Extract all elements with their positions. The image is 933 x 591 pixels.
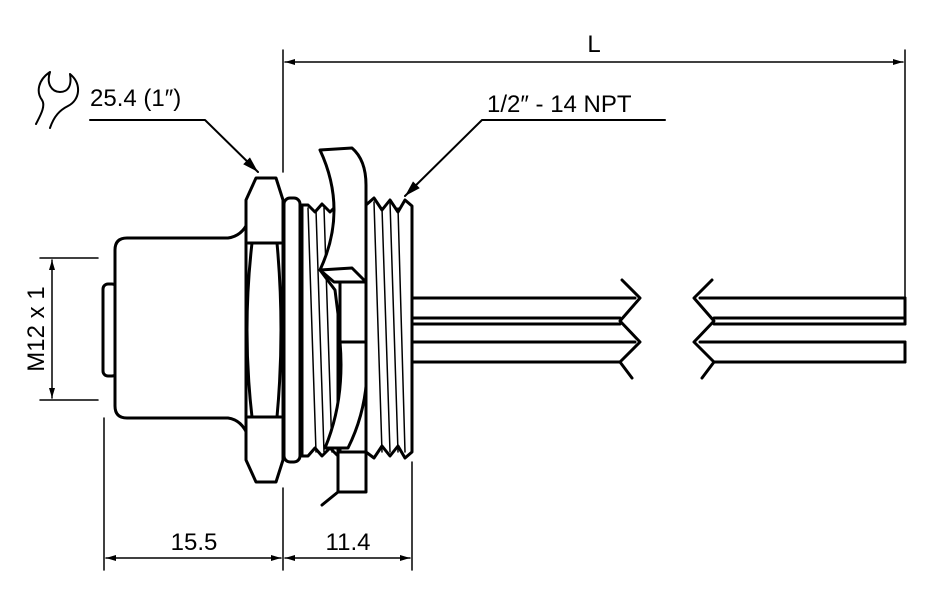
wrench-icon xyxy=(35,71,79,129)
hex-nut xyxy=(244,176,285,484)
dimension-length: L xyxy=(282,31,906,301)
npt-label: 1/2″ - 14 NPT xyxy=(487,91,632,118)
wrench-size-label: 25.4 (1″) xyxy=(90,85,181,112)
metric-thread-label: M12 x 1 xyxy=(23,286,50,371)
cable-wires xyxy=(410,278,907,380)
thread-npt xyxy=(364,196,414,460)
washer xyxy=(282,196,302,464)
npt-callout: 1/2″ - 14 NPT xyxy=(404,91,666,197)
wrench-size-callout: 25.4 (1″) xyxy=(35,71,259,173)
thread-length-label: 11.4 xyxy=(326,529,371,556)
dimension-bottom: 15.5 11.4 xyxy=(103,417,413,571)
length-label: L xyxy=(587,31,600,58)
connector-body xyxy=(101,220,250,438)
connector-length-label: 15.5 xyxy=(171,529,218,556)
dimension-metric-thread: M12 x 1 xyxy=(23,257,99,401)
